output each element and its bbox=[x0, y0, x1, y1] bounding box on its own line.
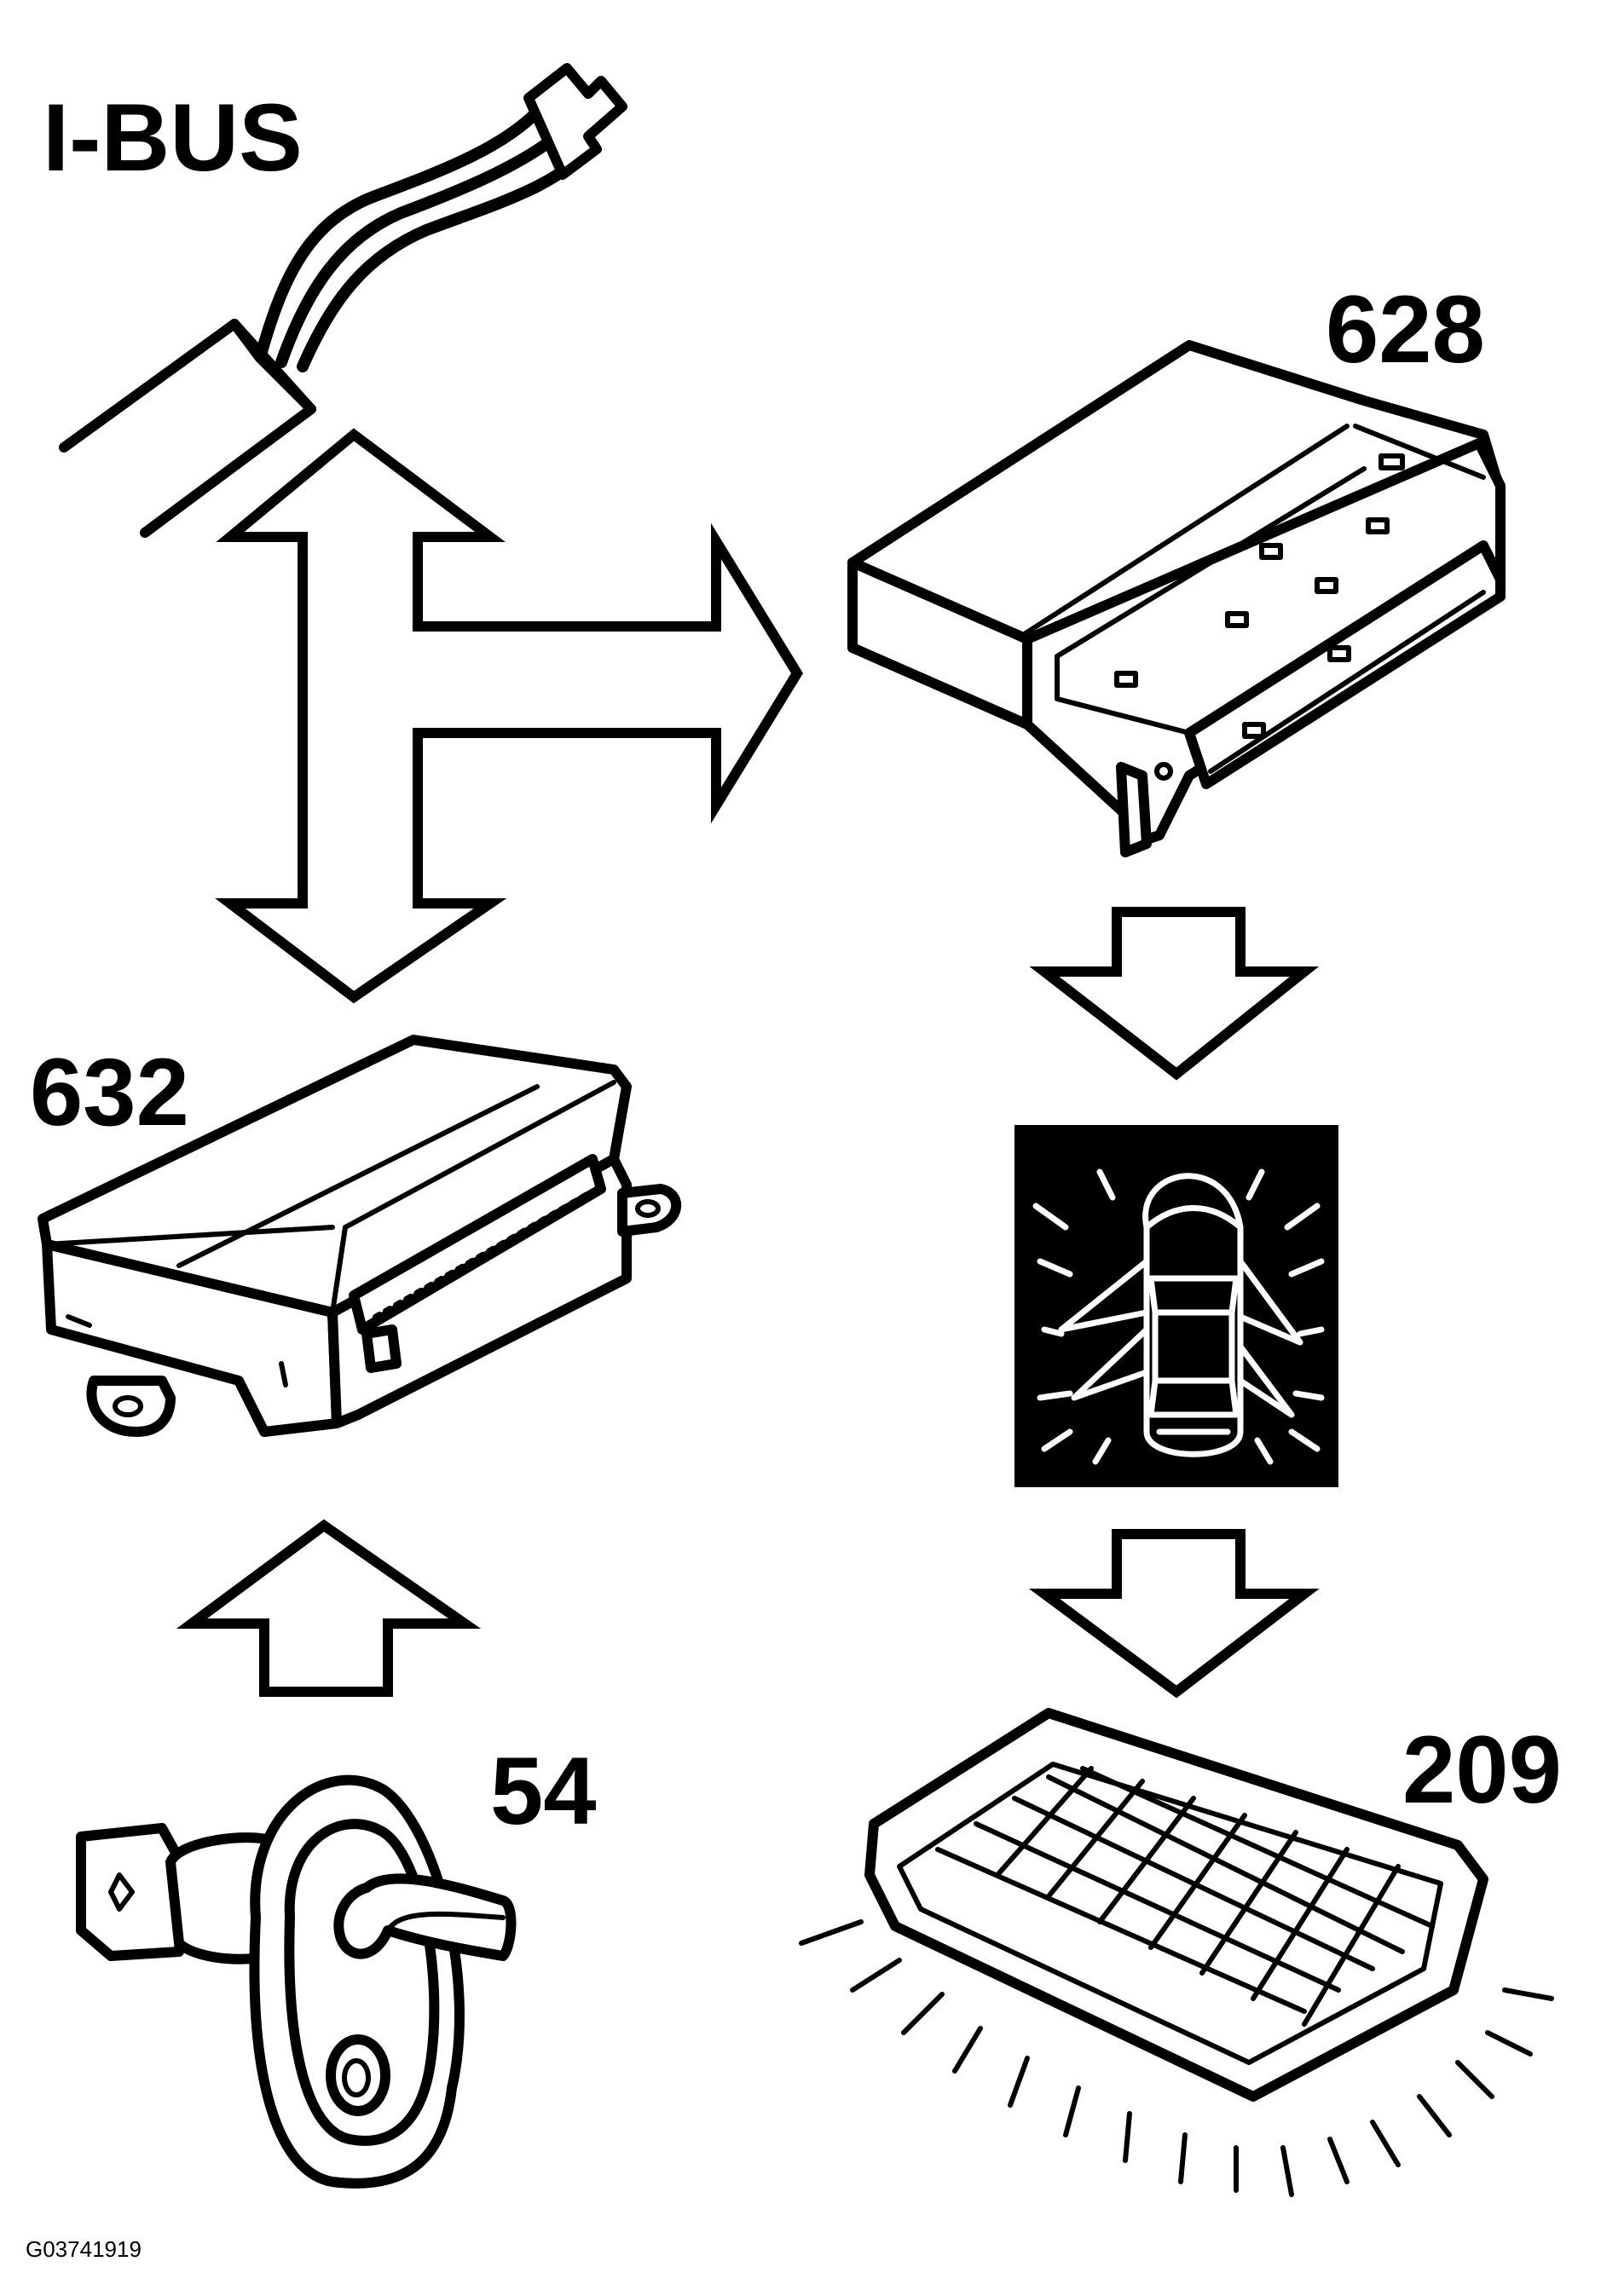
bus-connector-icon bbox=[59, 63, 627, 538]
bidirectional-arrow-icon bbox=[215, 428, 804, 1004]
lamp-209-label: 209 bbox=[1402, 1716, 1562, 1823]
module-628-icon bbox=[847, 340, 1506, 857]
figure-id: G03741919 bbox=[26, 2236, 142, 2262]
module-628-label: 628 bbox=[1326, 276, 1485, 383]
module-632-label: 632 bbox=[30, 1039, 189, 1145]
car-doors-open-icon bbox=[1014, 1125, 1338, 1487]
module-632-icon bbox=[38, 1035, 682, 1437]
door-contact-switch-icon bbox=[76, 1774, 517, 2189]
down-arrow-icon bbox=[1028, 1529, 1320, 1699]
interior-lamp-icon bbox=[799, 1708, 1554, 2197]
bus-label: I-BUS bbox=[43, 84, 303, 191]
switch-54-label: 54 bbox=[490, 1738, 597, 1844]
down-arrow-icon bbox=[1029, 907, 1320, 1081]
up-arrow-icon bbox=[176, 1519, 482, 1697]
